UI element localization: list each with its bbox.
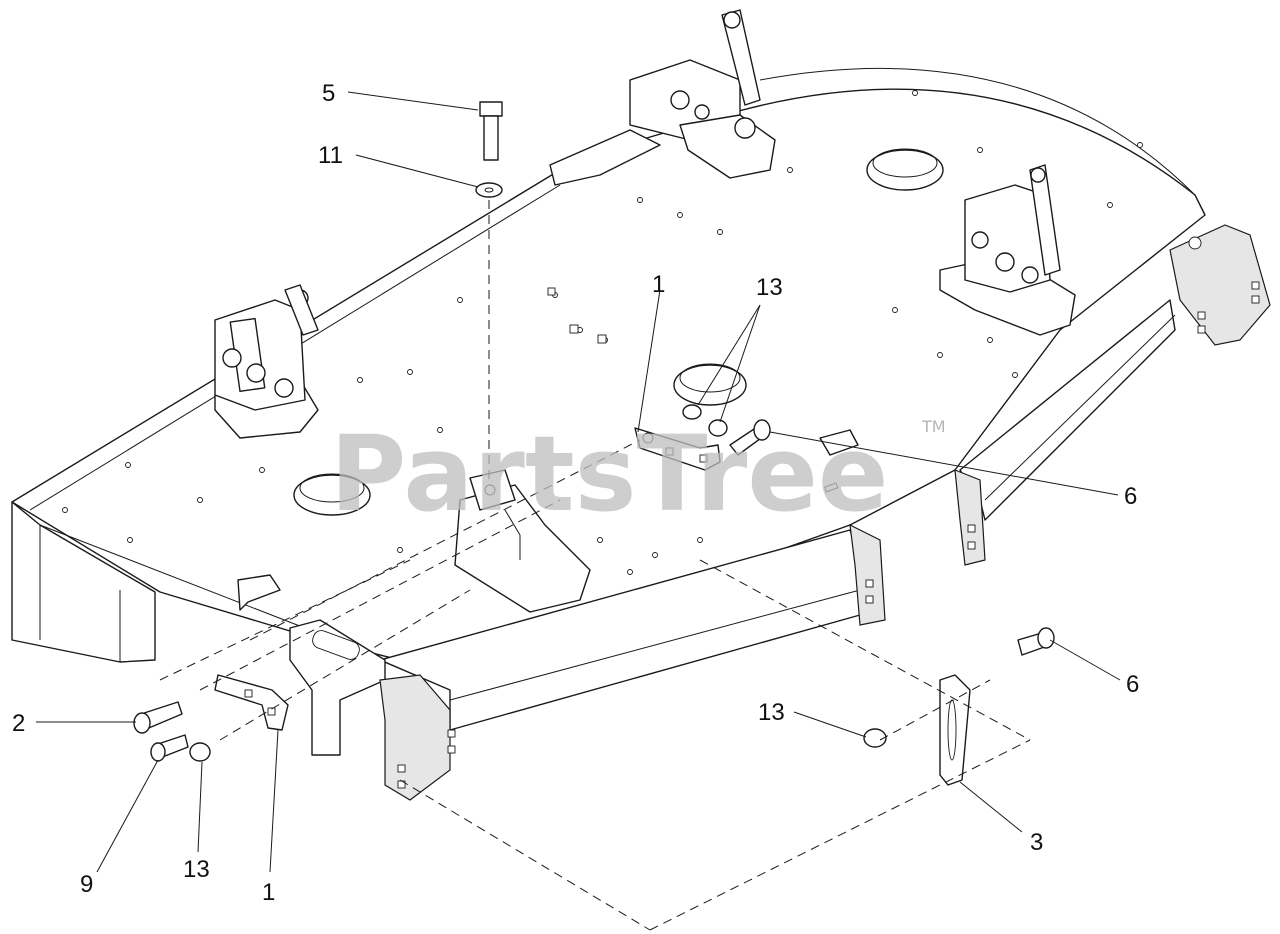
center-bracket-body bbox=[454, 484, 591, 613]
washer-part-11 bbox=[475, 182, 503, 198]
small-bracket-upper-right bbox=[819, 429, 859, 456]
hitch-plate bbox=[289, 619, 386, 756]
bolt-part-5 bbox=[479, 101, 503, 161]
lift-right-arm bbox=[1029, 164, 1061, 276]
rear-right-bracket bbox=[1169, 224, 1271, 346]
callout-1-bottom: 1 bbox=[262, 879, 275, 906]
callout-1-top: 1 bbox=[652, 271, 665, 298]
nut-13-top-a bbox=[682, 404, 702, 420]
center-front-bracket bbox=[454, 469, 591, 613]
rear-rail-bar bbox=[959, 299, 1176, 521]
callout-13-right: 13 bbox=[758, 699, 785, 726]
front-left-hitch-bracket bbox=[289, 619, 456, 801]
lift-right-plate bbox=[964, 184, 1051, 293]
callout-6-lower: 6 bbox=[1126, 671, 1139, 698]
lift-assembly-right bbox=[939, 164, 1076, 336]
leader-lines bbox=[36, 91, 1121, 873]
hitch-side-plate bbox=[379, 674, 451, 801]
callout-11: 11 bbox=[318, 142, 343, 169]
nut-13-left bbox=[189, 742, 211, 762]
lift-assembly-left bbox=[214, 284, 319, 439]
assembly-guide-lines bbox=[159, 200, 1031, 931]
front-rail bbox=[379, 523, 886, 731]
pin-part-6-upper bbox=[729, 419, 771, 456]
deck-left-skirt bbox=[11, 501, 156, 663]
callout-13-top: 13 bbox=[756, 274, 783, 301]
front-rail-bar bbox=[379, 529, 861, 731]
deck-mounting-holes bbox=[62, 90, 1143, 575]
watermark-text: PartsTree bbox=[330, 413, 888, 535]
small-bracket-left bbox=[237, 574, 281, 611]
lift-assembly-center bbox=[549, 9, 776, 186]
link-part-1-bottom bbox=[214, 674, 289, 731]
callout-9: 9 bbox=[80, 871, 93, 898]
callout-2: 2 bbox=[12, 710, 25, 737]
callout-6-right: 6 bbox=[1124, 483, 1137, 510]
front-rail-end-plate bbox=[849, 523, 886, 626]
rear-rail-end-plate bbox=[954, 469, 986, 566]
watermark-trademark: TM bbox=[921, 417, 946, 436]
spindle-opening-left bbox=[293, 474, 371, 516]
callout-labels: 5 11 1 13 6 6 13 3 2 9 13 1 bbox=[12, 80, 1139, 906]
nut-13-right bbox=[863, 728, 887, 748]
nut-13-top-b bbox=[708, 419, 728, 437]
callout-5: 5 bbox=[322, 80, 335, 107]
link-part-3 bbox=[939, 674, 971, 786]
link-part-1-top bbox=[634, 427, 721, 471]
spindle-opening-right bbox=[866, 149, 944, 191]
callout-13-left: 13 bbox=[183, 856, 210, 883]
lift-center-base bbox=[679, 114, 776, 179]
rear-rail bbox=[954, 224, 1271, 566]
deck-top-surface bbox=[11, 88, 1206, 666]
deck-shell bbox=[11, 67, 1206, 666]
callout-3: 3 bbox=[1030, 829, 1043, 856]
